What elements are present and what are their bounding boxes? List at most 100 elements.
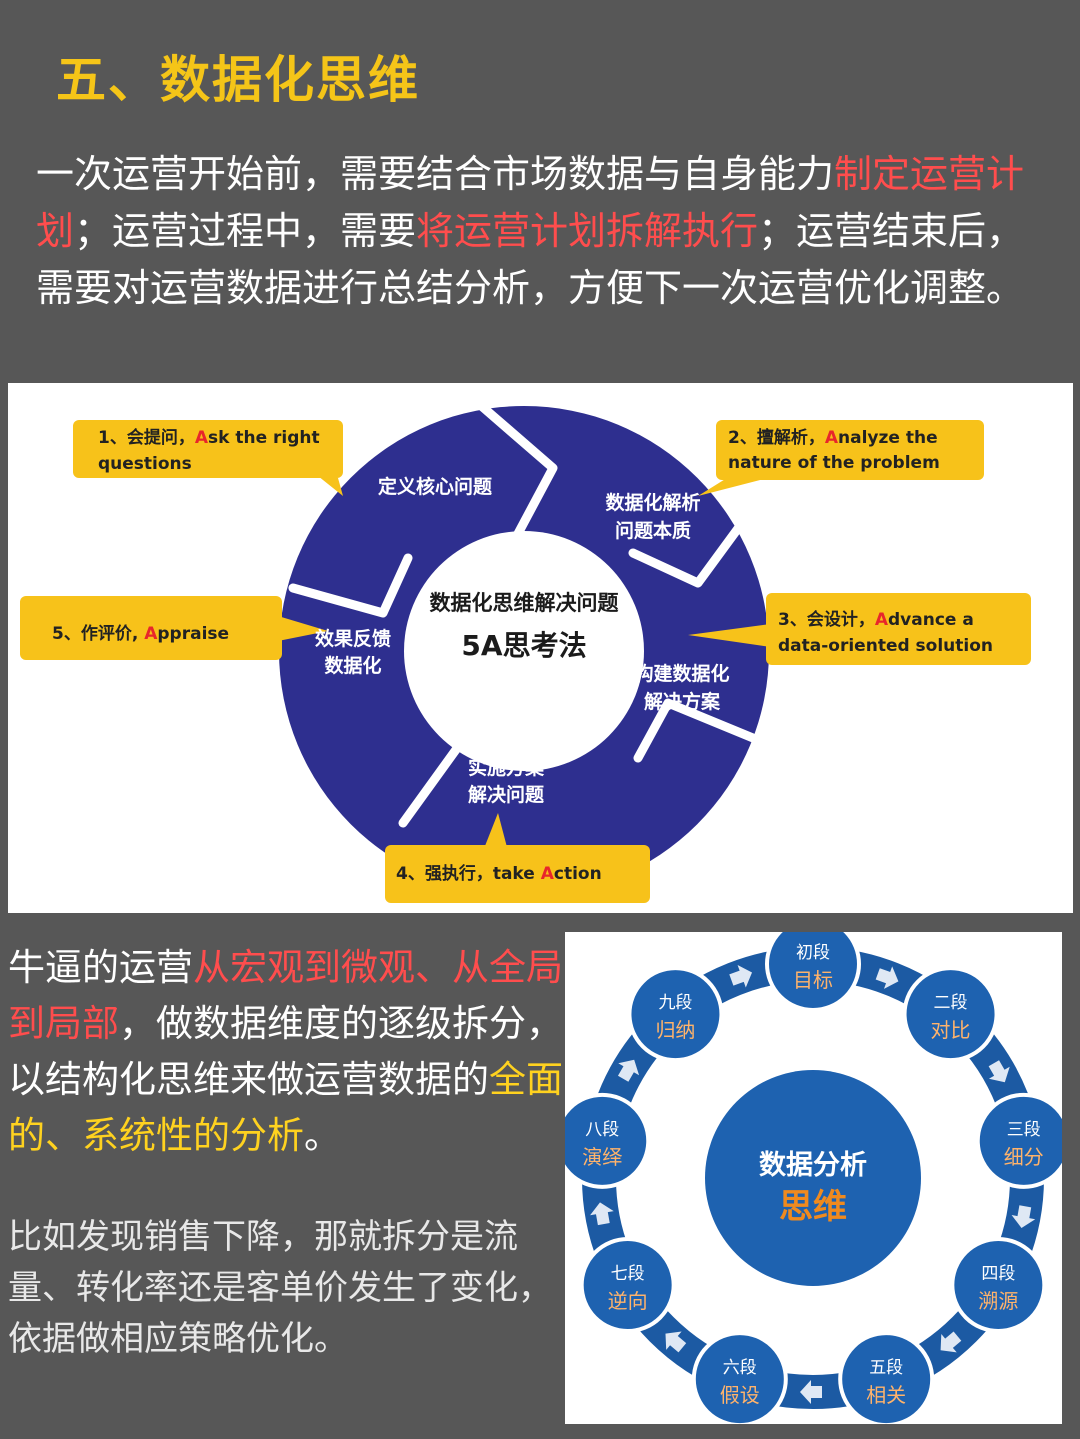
stage-node-name: 逆向 xyxy=(608,1289,648,1313)
callout-1-box xyxy=(73,420,343,478)
stage-node-circle xyxy=(579,1237,676,1333)
five-a-diagram-panel: 1、会提问，Ask the right questions 2、擅解析，Anal… xyxy=(8,383,1073,913)
segment-gap-2 xyxy=(628,503,758,588)
intro-highlight-2: 将运营计划拆解执行 xyxy=(416,209,759,253)
stage-node-name: 细分 xyxy=(1004,1145,1044,1169)
ring-arrow-icon xyxy=(617,1059,640,1082)
callout-2-box xyxy=(716,420,984,480)
segment-3-label-line1: 构建数据化 xyxy=(634,662,729,685)
stage-node-stage: 七段 xyxy=(611,1264,645,1284)
callout-1-line2: questions xyxy=(98,454,192,474)
ring-arrow-icon xyxy=(590,1202,614,1226)
stage-node-name: 假设 xyxy=(720,1383,760,1407)
callout-2-line2: nature of the problem xyxy=(728,453,940,473)
stage-node-name: 相关 xyxy=(866,1383,906,1407)
stage-node-name: 归纳 xyxy=(655,1018,695,1042)
data-analysis-center-line2: 思维 xyxy=(779,1187,847,1227)
ring-arrow-icon xyxy=(875,966,899,989)
section2-text-3: 。 xyxy=(304,1114,341,1157)
stage-node-circle xyxy=(765,932,861,1012)
stage-node-circle xyxy=(691,1331,788,1424)
segment-gap-1 xyxy=(473,398,558,548)
segment-gap-3 xyxy=(633,698,758,763)
intro-text-3: ；运营结束后，需要对运营数据进行总结分析，方便下一次运营优化调整。 xyxy=(36,209,1025,310)
segment-gap-4 xyxy=(398,703,473,828)
stage-node-stage: 四段 xyxy=(981,1264,1015,1284)
callout-5-box xyxy=(20,596,282,660)
data-analysis-diagram: 数据分析 思维 初段目标二段对比三段细分四段溯源五段相关六段假设七段逆向八段演绎… xyxy=(565,932,1062,1424)
ring-arrow-icon xyxy=(729,964,753,988)
ring-arrow-icon xyxy=(940,1331,962,1353)
segment-4-label-line1: 实施方案 xyxy=(468,756,545,779)
stage-node-stage: 八段 xyxy=(585,1120,619,1140)
callout-5-line1: 5、作评价, Appraise xyxy=(52,623,229,644)
stage-node-name: 演绎 xyxy=(582,1145,622,1169)
ring-arrow-icon xyxy=(1011,1205,1036,1228)
segment-4-label-line2: 解决问题 xyxy=(468,783,544,806)
intro-text-2: ；运营过程中，需要 xyxy=(74,209,417,253)
segment-2-label-line1: 数据化解析 xyxy=(605,491,700,514)
intro-text-1: 一次运营开始前，需要结合市场数据与自身能力 xyxy=(36,152,835,196)
page-title: 五、数据化思维 xyxy=(56,51,420,109)
segment-2-label-line2: 问题本质 xyxy=(615,519,691,542)
section2-highlight-2: 全面的、系统性的分析 xyxy=(8,1058,563,1157)
stage-node-circle xyxy=(838,1331,935,1424)
intro-paragraph: 一次运营开始前，需要结合市场数据与自身能力制定运营计划；运营过程中，需要将运营计… xyxy=(36,146,1046,317)
segment-3-label-line2: 解决方案 xyxy=(644,690,721,713)
callout-4-box xyxy=(385,845,650,903)
callout-1-line1: 1、会提问，Ask the right xyxy=(98,427,320,448)
section2-paragraph: 牛逼的运营从宏观到微观、从全局到局部，做数据维度的逐级拆分，以结构化思维来做运营… xyxy=(8,940,568,1164)
segment-gap-5 xyxy=(288,553,413,618)
stage-node-stage: 初段 xyxy=(796,943,830,963)
stage-node-stage: 二段 xyxy=(934,993,968,1013)
segment-5-label-line1: 效果反馈 xyxy=(315,627,391,650)
stage-node-circle xyxy=(565,1092,651,1189)
stage-node-circle xyxy=(627,966,724,1063)
ring-arrow-icon xyxy=(665,1331,687,1353)
callout-5-pointer xyxy=(278,616,328,641)
callout-4-pointer xyxy=(483,813,508,851)
stage-node-name: 对比 xyxy=(931,1018,971,1042)
segment-5-label-line2: 数据化 xyxy=(324,654,381,677)
stage-node-stage: 三段 xyxy=(1007,1120,1041,1140)
callout-4-line1: 4、强执行，take Action xyxy=(396,863,602,884)
stage-node-circle xyxy=(975,1092,1062,1189)
callout-2-line1: 2、擅解析，Analyze the xyxy=(728,427,938,448)
ring-arrows xyxy=(590,964,1036,1404)
callout-3-line1: 3、会设计，Advance a xyxy=(778,609,974,630)
five-a-center-line1: 数据化思维解决问题 xyxy=(430,591,620,615)
intro-highlight-1: 制定运营计划 xyxy=(36,152,1025,253)
ring-arrow-icon xyxy=(800,1380,822,1404)
stage-node-name: 目标 xyxy=(793,968,833,992)
data-analysis-center-line1: 数据分析 xyxy=(759,1150,867,1181)
stage-node-stage: 九段 xyxy=(658,993,692,1013)
stage-node-circle xyxy=(902,966,999,1063)
section3-paragraph: 比如发现销售下降，那就拆分是流量、转化率还是客单价发生了变化，依据做相应策略优化… xyxy=(8,1217,552,1359)
segment-1-label: 定义核心问题 xyxy=(378,475,492,498)
callout-3-box xyxy=(766,593,1031,665)
five-a-diagram: 1、会提问，Ask the right questions 2、擅解析，Anal… xyxy=(20,398,1031,903)
stage-node-stage: 五段 xyxy=(869,1358,903,1378)
stage-node-name: 溯源 xyxy=(978,1289,1018,1313)
data-analysis-center-circle xyxy=(705,1070,921,1286)
section2-text-1: 牛逼的运营 xyxy=(8,946,193,989)
ring-arrow-icon xyxy=(988,1060,1010,1083)
stage-node-circle xyxy=(950,1237,1047,1333)
five-a-center-circle xyxy=(404,531,644,771)
stage-node-stage: 六段 xyxy=(723,1358,757,1378)
section2-highlight-1: 从宏观到微观、从全局到局部 xyxy=(8,946,563,1045)
section2-text-2: ，做数据维度的逐级拆分，以结构化思维来做运营数据的 xyxy=(8,1002,563,1101)
data-analysis-diagram-panel: 数据分析 思维 初段目标二段对比三段细分四段溯源五段相关六段假设七段逆向八段演绎… xyxy=(565,932,1062,1424)
five-a-center-line2: 5A思考法 xyxy=(461,629,586,662)
callout-3-pointer xyxy=(688,623,778,648)
